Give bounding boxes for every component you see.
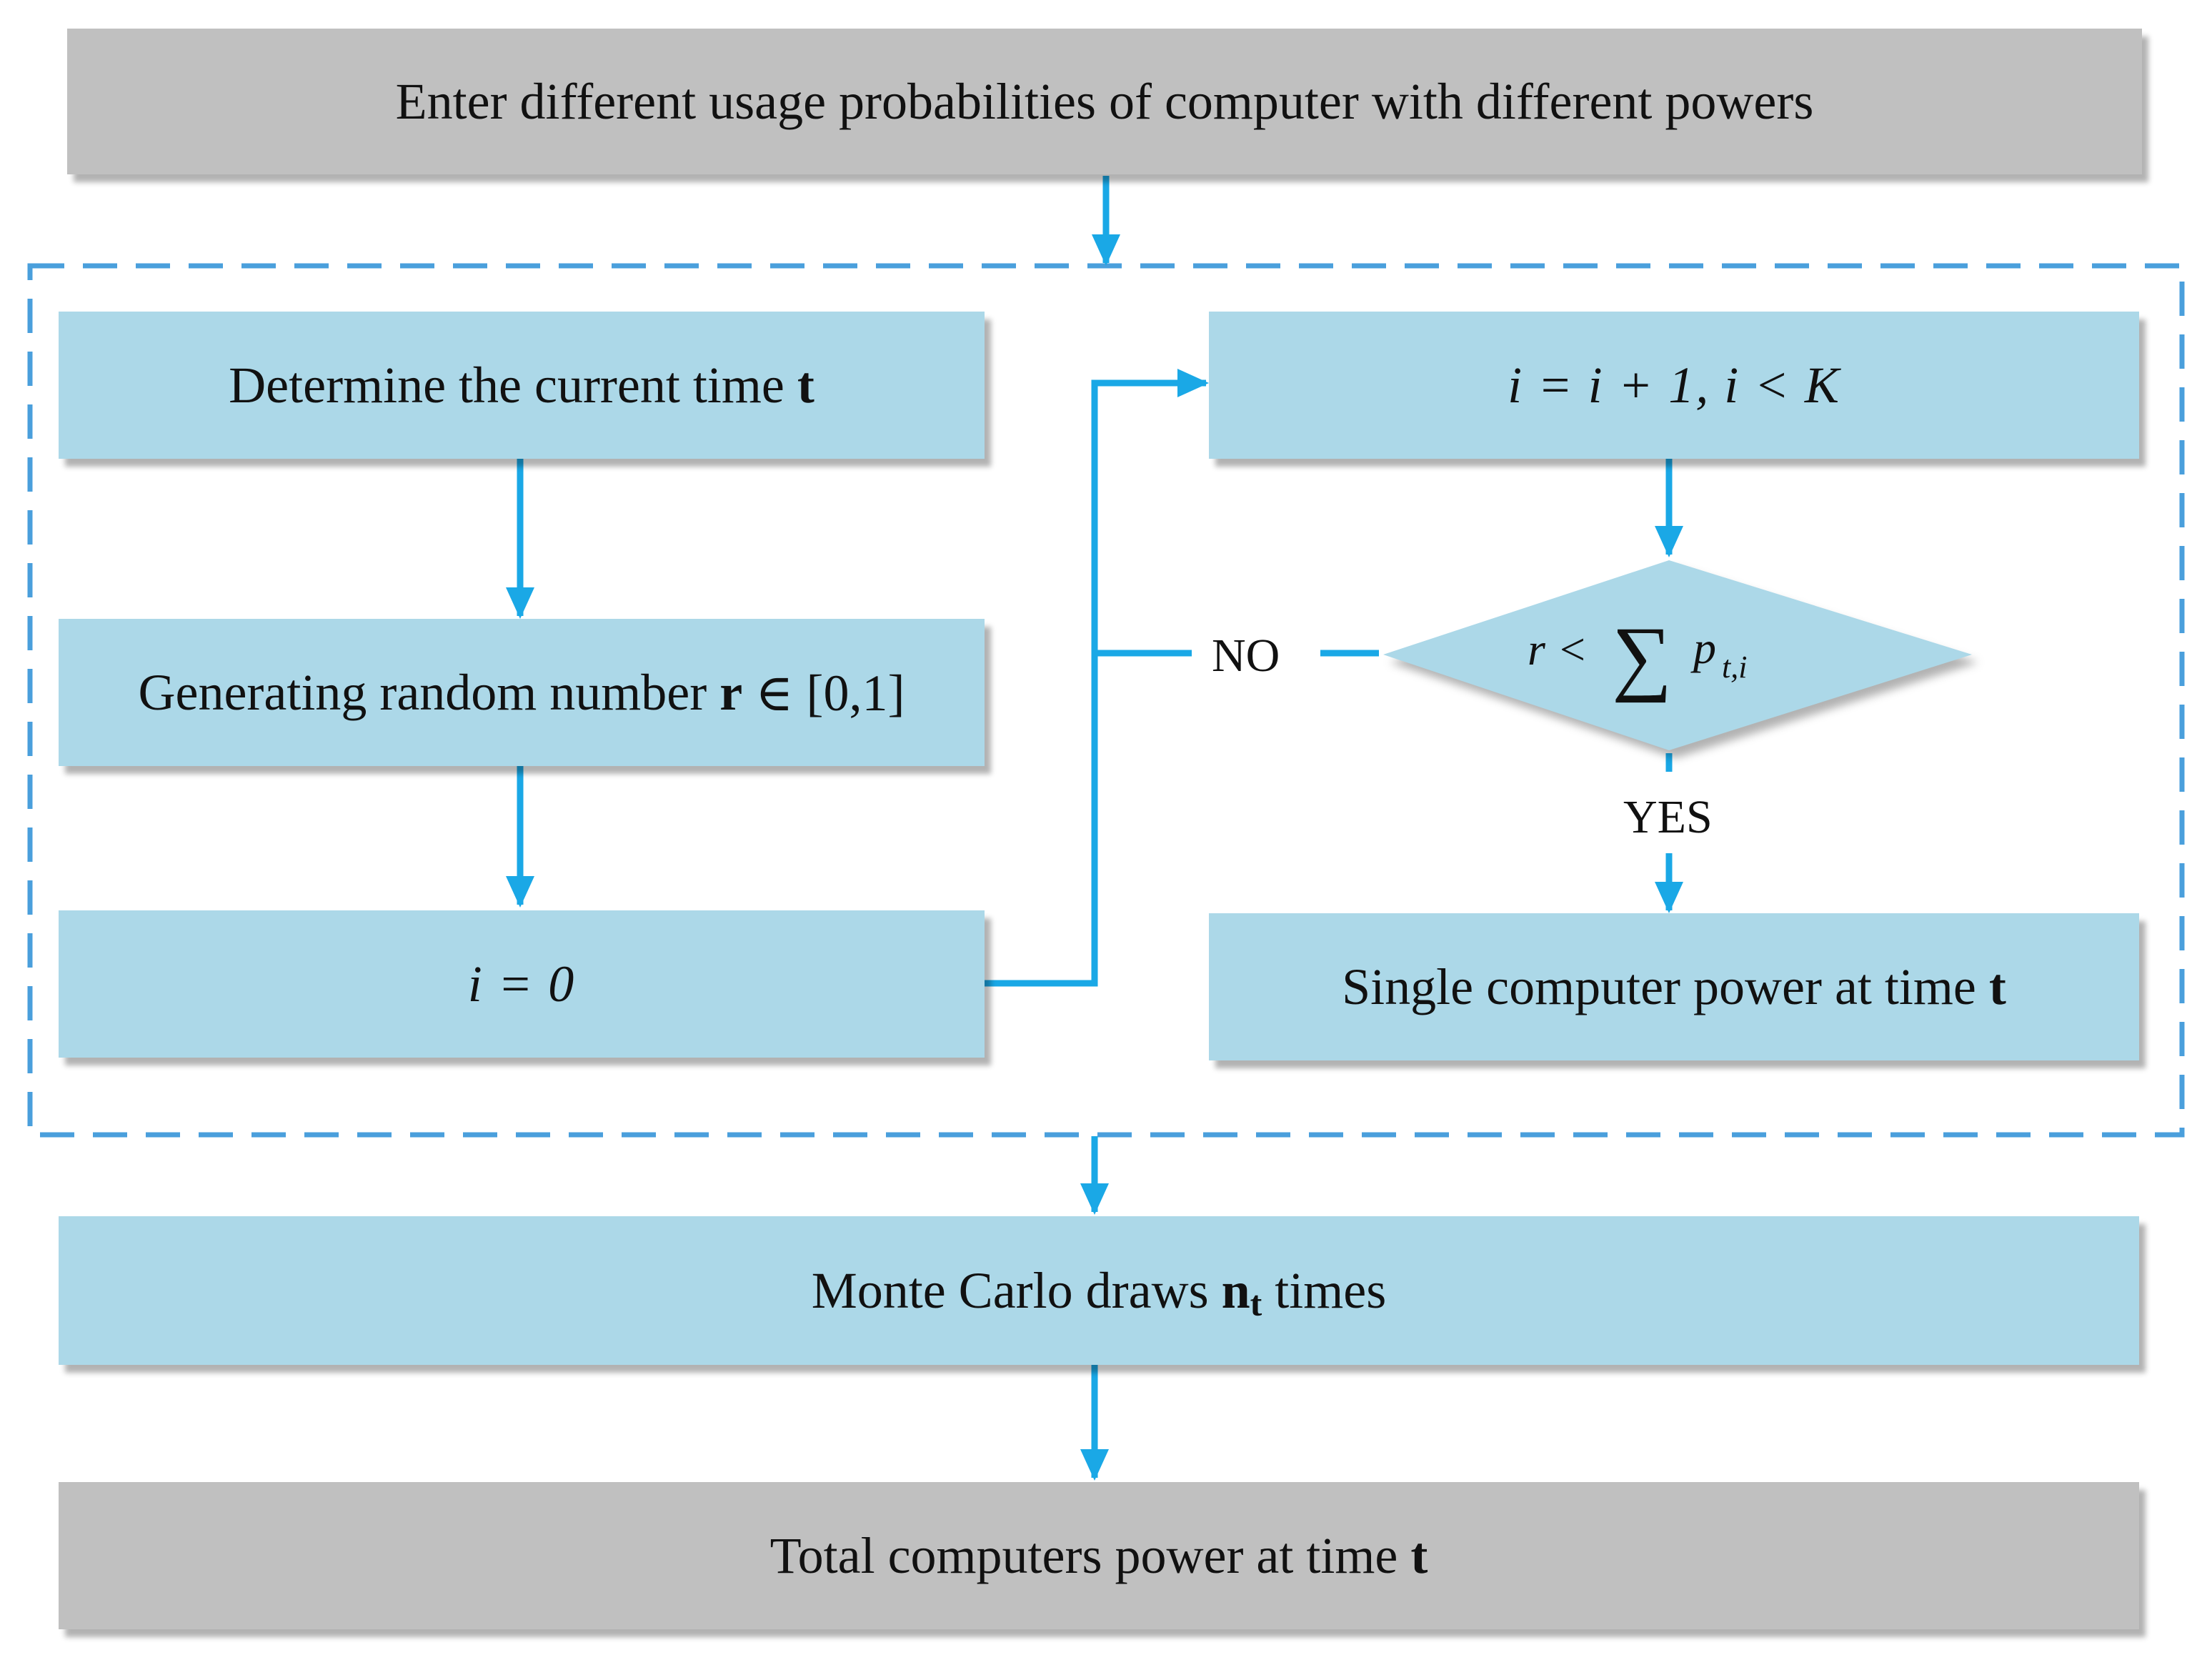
- arrow-init-to-increment: [985, 369, 1209, 987]
- increment-i-text: i = i + 1, i < K: [1508, 356, 1840, 414]
- decision-sigma: ∑: [1612, 610, 1672, 703]
- determine-time-var: t: [797, 356, 814, 414]
- total-power-var: t: [1410, 1526, 1428, 1584]
- random-number-var: r: [719, 663, 743, 721]
- determine-time-text: Determine the current time: [229, 356, 797, 414]
- increment-i-box: i = i + 1, i < K: [1209, 312, 2139, 459]
- decision-lhs: r <: [1528, 624, 1588, 675]
- total-power-text: Total computers power at time: [769, 1526, 1411, 1584]
- loop-group-frame: [27, 263, 2185, 1138]
- determine-time-box: Determine the current time t: [59, 312, 985, 459]
- decision-subscript: t,i: [1722, 650, 1747, 685]
- input-probabilities-box: Enter different usage probabilities of c…: [67, 29, 2142, 174]
- decision-diamond: [1383, 560, 1972, 750]
- random-number-text: Generating random number: [138, 663, 720, 721]
- yes-branch-label: YES: [1623, 791, 1713, 843]
- decision-term: p: [1690, 622, 1716, 673]
- init-i-box: i = 0: [59, 910, 985, 1058]
- monte-carlo-box: Monte Carlo draws n t times: [59, 1216, 2139, 1365]
- single-power-text: Single computer power at time: [1342, 958, 1989, 1015]
- no-branch-label: NO: [1212, 630, 1280, 682]
- monte-carlo-subscript: t: [1250, 1283, 1262, 1323]
- random-number-box: Generating random number r ∈ [0,1]: [59, 619, 985, 766]
- monte-carlo-suffix: times: [1262, 1261, 1387, 1319]
- total-power-box: Total computers power at time t: [59, 1482, 2139, 1629]
- monte-carlo-text: Monte Carlo draws: [811, 1261, 1222, 1319]
- single-power-box: Single computer power at time t: [1209, 913, 2139, 1060]
- random-number-range: ∈ [0,1]: [742, 664, 905, 722]
- init-i-text: i = 0: [467, 955, 576, 1013]
- input-probabilities-text: Enter different usage probabilities of c…: [395, 72, 1814, 130]
- single-power-var: t: [1988, 958, 2006, 1015]
- monte-carlo-var: n: [1221, 1261, 1250, 1319]
